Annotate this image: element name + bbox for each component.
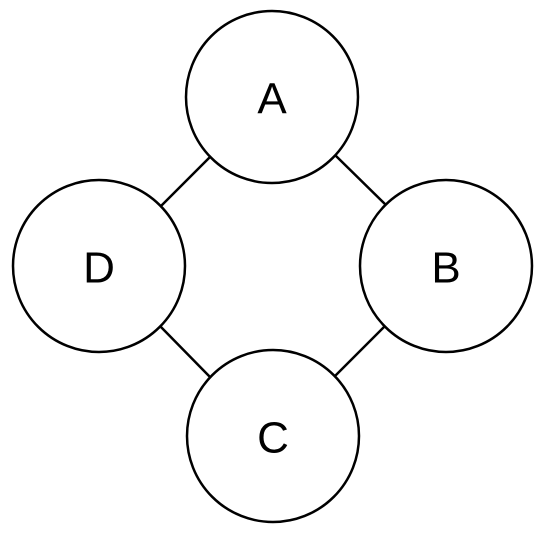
node-c-circle	[185, 348, 361, 524]
edge-c-d	[157, 323, 212, 379]
node-d-circle	[11, 178, 187, 354]
edge-a-b	[333, 153, 390, 209]
node-d-label: D	[83, 244, 115, 293]
node-a-circle	[184, 9, 360, 185]
node-a: A	[184, 9, 360, 185]
node-c-label: C	[257, 414, 289, 463]
node-a-label: A	[257, 75, 287, 124]
edge-b-c	[334, 323, 388, 377]
edges	[157, 153, 390, 379]
node-d: D	[11, 178, 187, 354]
node-b-label: B	[431, 244, 460, 293]
node-c: C	[185, 348, 361, 524]
edge-d-a	[158, 155, 212, 209]
node-b: B	[358, 178, 534, 354]
node-b-circle	[358, 178, 534, 354]
